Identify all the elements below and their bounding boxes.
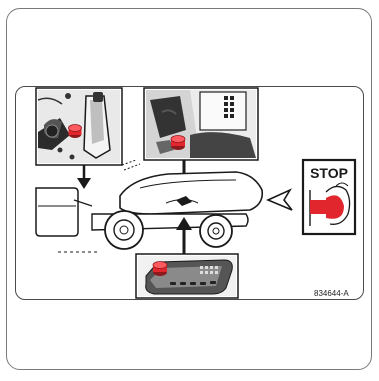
stop-label: STOP (310, 165, 348, 181)
lawn-tractor-icon (35, 159, 264, 253)
seat-lever-photo-icon (35, 87, 123, 166)
arrow-down-icon (77, 165, 91, 189)
engine-button-photo-icon (143, 87, 259, 161)
remote-control-icon (135, 253, 239, 299)
instruction-panel (15, 86, 364, 300)
part-number: 834644-A (314, 289, 349, 298)
arrow-up-icon (176, 217, 192, 255)
pointer-triangle-icon (265, 188, 293, 211)
stop-hand-icon: STOP (301, 158, 357, 236)
